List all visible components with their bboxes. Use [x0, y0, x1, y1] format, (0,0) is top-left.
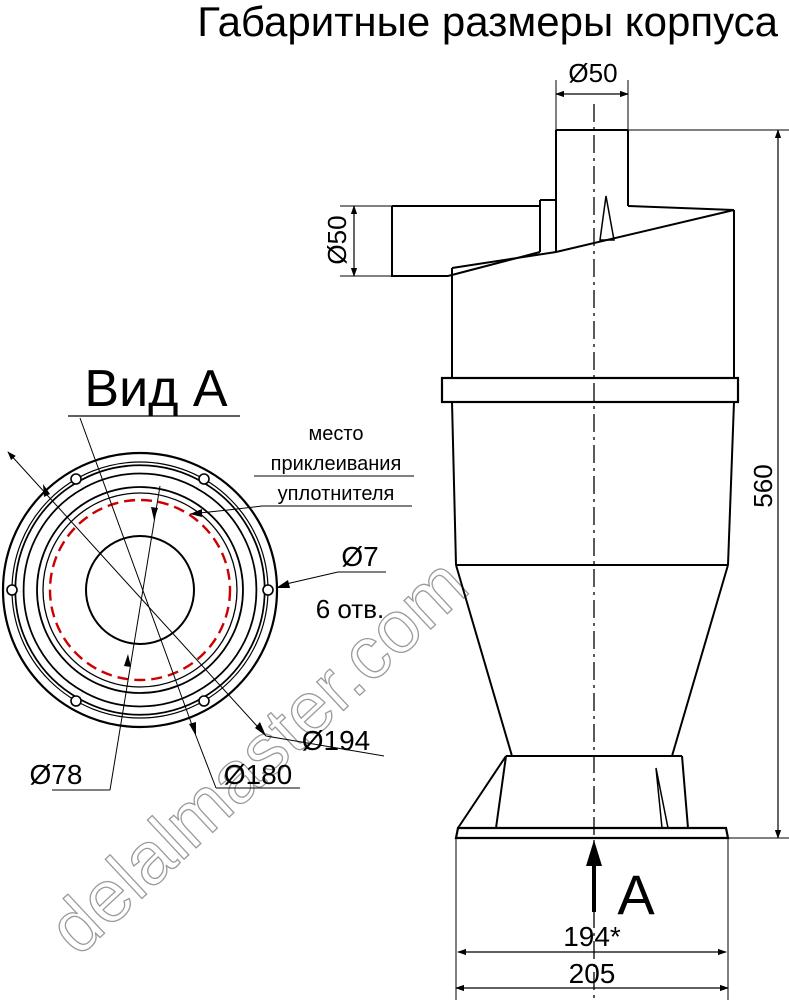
seal-note-line2: приклеивания: [271, 453, 402, 475]
plan-view: [1, 417, 386, 791]
dim-height: 560: [748, 129, 782, 839]
view-a-title: Вид А: [84, 360, 228, 418]
seal-note-line1: место: [309, 423, 364, 445]
bottom-collar: [457, 755, 689, 829]
view-arrow: А: [586, 840, 655, 926]
dim-base-inner: 194*: [457, 921, 727, 956]
outer-flange-circle: [1, 451, 279, 729]
inner-ring-inner: [42, 492, 238, 688]
dim-base-outer: 205: [455, 958, 729, 992]
seal-line: [48, 498, 232, 682]
top-pipe-collar: [539, 199, 556, 252]
dim-top-pipe-label: Ø50: [568, 58, 617, 88]
helical-cover: [451, 205, 735, 378]
cone-body: [455, 564, 729, 757]
dim-194-label: Ø194: [302, 725, 371, 756]
dim-78-label: Ø78: [30, 759, 83, 790]
dim-side-pipe-label: Ø50: [322, 215, 352, 264]
cylindrical-body: [451, 401, 735, 566]
dim-180-label: Ø180: [224, 759, 293, 790]
drawing-title: Габаритные размеры корпуса: [197, 0, 778, 45]
top-outlet-pipe: [555, 129, 629, 252]
holes-diameter-label: Ø7: [341, 541, 378, 572]
dim-side-pipe: Ø50: [322, 205, 358, 277]
plan-arrowheads: [43, 484, 290, 736]
inner-ring-outer: [36, 486, 244, 694]
holes-count-label: 6 отв.: [316, 594, 385, 624]
base-flange: [454, 826, 730, 840]
bolt-holes: [6, 473, 274, 707]
elevation-view: [340, 80, 789, 1000]
dim-base-inner-label: 194*: [563, 921, 621, 952]
seal-note-line3: уплотнителя: [278, 483, 395, 505]
flange-slots: [14, 464, 266, 716]
dim-base-outer-label: 205: [569, 958, 616, 989]
dim-top-pipe: Ø50: [555, 58, 629, 98]
central-opening: [85, 535, 195, 645]
view-arrow-label: А: [617, 863, 655, 926]
flange-band: [440, 376, 740, 404]
dim-height-label: 560: [748, 464, 778, 507]
